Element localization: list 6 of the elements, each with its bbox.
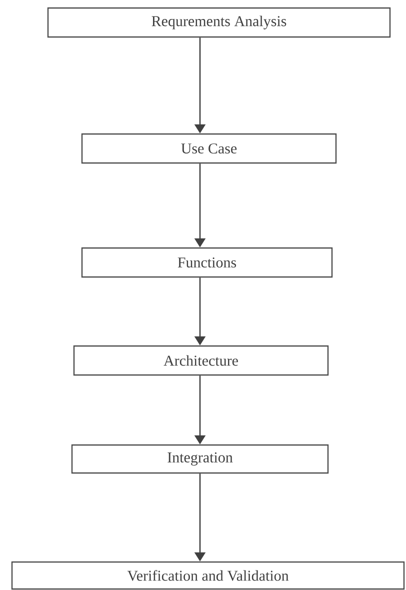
process-box: Verification and Validation [11, 561, 405, 590]
process-box: Use Case [81, 133, 337, 164]
process-box: Requrements Analysis [47, 7, 391, 38]
process-box: Functions [81, 247, 333, 278]
process-box: Integration [71, 444, 329, 474]
process-box: Architecture [73, 345, 329, 376]
